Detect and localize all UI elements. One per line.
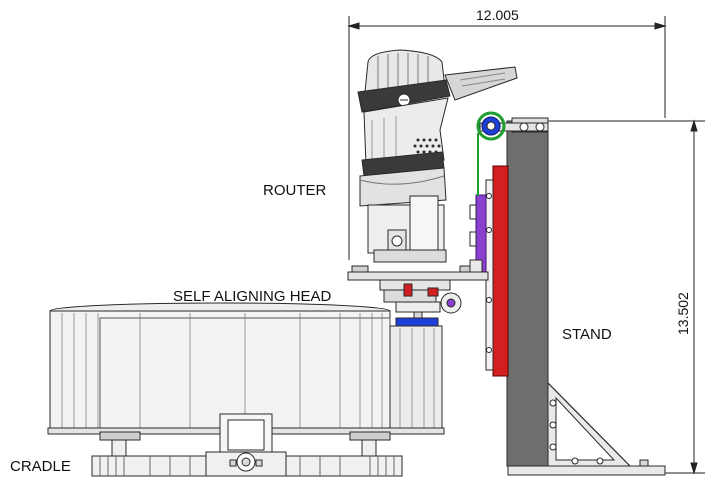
red-mounting-plate — [485, 165, 509, 377]
green-pulley — [476, 111, 506, 196]
self-aligning-head-label: SELF ALIGNING HEAD — [173, 288, 332, 305]
cradle — [91, 413, 403, 477]
cradle-label: CRADLE — [10, 458, 71, 475]
height-dimension — [548, 119, 705, 475]
width-dimension-label: 12.005 — [476, 7, 519, 23]
stand-label: STAND — [562, 326, 612, 343]
stand — [479, 117, 666, 476]
width-dimension — [347, 16, 667, 260]
router-label: ROUTER — [263, 182, 327, 199]
self-aligning-head — [379, 279, 462, 328]
router — [347, 49, 518, 281]
height-dimension-label: 13.502 — [675, 292, 691, 335]
drum — [47, 302, 445, 435]
